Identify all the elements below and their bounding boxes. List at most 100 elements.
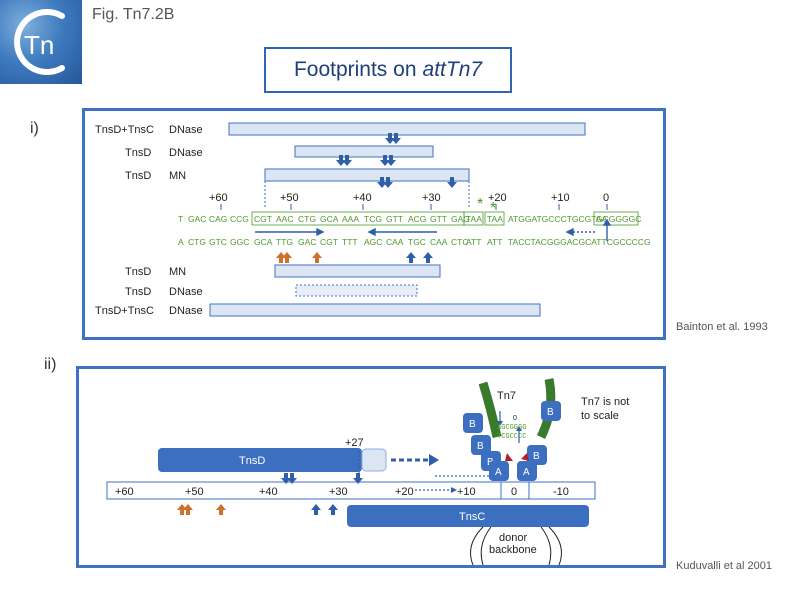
pos-plus50: +50 xyxy=(280,192,299,204)
figure-label: Fig. Tn7.2B xyxy=(92,6,175,23)
dna-axis xyxy=(106,481,596,500)
footprint-bar-tnsd-tnsc-dnase-bottom xyxy=(209,303,541,317)
svg-text:+20: +20 xyxy=(395,486,414,498)
svg-text:A: A xyxy=(495,467,502,478)
svg-text:+40: +40 xyxy=(259,486,278,498)
panel-ii-diagram: TnsD +27 +60 +50 +40 +30 +20 +10 0 -10 xyxy=(106,378,629,566)
svg-text:AAC: AAC xyxy=(276,214,293,224)
svg-text:CTC: CTC xyxy=(451,237,468,247)
title-italic: attTn7 xyxy=(422,58,483,81)
bottom-row-3-method: DNase xyxy=(169,305,203,317)
down-arrow xyxy=(385,133,395,144)
svg-text:GTT: GTT xyxy=(386,214,403,224)
svg-text:CAA: CAA xyxy=(386,237,404,247)
stop-mark-2: * xyxy=(490,200,496,217)
down-arrow xyxy=(342,155,352,166)
svg-text:GTC: GTC xyxy=(209,237,227,247)
panel-ii: TnsD +27 +60 +50 +40 +30 +20 +10 0 -10 xyxy=(76,366,666,568)
axis-arrowhead-2 xyxy=(451,487,457,493)
tnsd-cleavage-arrows xyxy=(281,473,363,515)
orange-cleavage-arrows xyxy=(177,504,226,515)
cleavage-arrows-top xyxy=(336,133,457,188)
svg-text:+60: +60 xyxy=(115,486,134,498)
top-row-2-method: DNase xyxy=(169,147,203,159)
svg-text:GAC: GAC xyxy=(188,214,206,224)
svg-text:GAC: GAC xyxy=(298,237,316,247)
tnsd-arrowhead xyxy=(429,454,439,466)
svg-text:-10: -10 xyxy=(553,486,569,498)
tn-logo-graphic: Tn xyxy=(14,9,65,75)
svg-text:ATT: ATT xyxy=(466,237,481,247)
scale-note-1: Tn7 is not xyxy=(581,396,629,408)
panel-i-label: i) xyxy=(30,120,39,137)
cleavage-mark-right xyxy=(521,453,529,461)
svg-text:B: B xyxy=(469,419,476,430)
svg-text:GCA: GCA xyxy=(254,237,273,247)
svg-text:CCG: CCG xyxy=(230,214,249,224)
down-arrow xyxy=(386,155,396,166)
panel-i-diagram: TnsD+TnsC DNase TnsD DNase TnsD MN +60 +… xyxy=(95,122,651,317)
svg-text:TGC: TGC xyxy=(408,237,426,247)
svg-text:ATT: ATT xyxy=(487,237,502,247)
bottom-row-1-protein: TnsD xyxy=(125,266,151,278)
top-row-2-protein: TnsD xyxy=(125,147,151,159)
stop-mark-1: * xyxy=(477,196,483,213)
repeat-arrows xyxy=(255,218,612,241)
tn7-up-arrow-head xyxy=(516,426,522,431)
top-row-1-method: DNase xyxy=(169,124,203,136)
sequence-boxes xyxy=(251,211,639,226)
svg-text:+30: +30 xyxy=(329,486,348,498)
svg-text:CAG: CAG xyxy=(209,214,227,224)
tnsd-extension xyxy=(361,448,387,472)
svg-text:+10: +10 xyxy=(457,486,476,498)
svg-text:TCG: TCG xyxy=(364,214,382,224)
top-strand-sequence: T GAC CAG CCG CGT AAC CTG GCA AAA TCG GT… xyxy=(178,214,641,224)
up-arrow-blue xyxy=(423,252,433,263)
scale-note-2: to scale xyxy=(581,410,619,422)
footprint-bar-tnsd-dnase-top xyxy=(294,145,434,158)
cleavage-mark-left xyxy=(505,453,513,461)
top-row-1-protein: TnsD+TnsC xyxy=(95,124,154,136)
svg-text:B: B xyxy=(477,441,484,452)
svg-text:TAA: TAA xyxy=(466,214,482,224)
tnsa-subunits: A A xyxy=(489,461,537,481)
svg-text:B: B xyxy=(533,451,540,462)
cleavage-arrows-bottom xyxy=(276,252,433,263)
down-arrow xyxy=(336,155,346,166)
position-ticks-i xyxy=(220,204,608,210)
bottom-strand-sequence: A CTG GTC GGC GCA TTG GAC CGT TTT AGC CA… xyxy=(178,237,651,247)
svg-text:GCA: GCA xyxy=(320,214,339,224)
position-scale-ii: +60 +50 +40 +30 +20 +10 0 -10 xyxy=(115,486,569,498)
bottom-row-1-method: MN xyxy=(169,266,186,278)
svg-text:CGT: CGT xyxy=(254,214,272,224)
svg-text:GCGGGGC: GCGGGGC xyxy=(596,214,641,224)
tnsd-protein xyxy=(158,448,362,472)
bottom-row-3-protein: TnsD+TnsC xyxy=(95,305,154,317)
tnsd-label: TnsD xyxy=(239,455,265,467)
bottom-row-2-protein: TnsD xyxy=(125,286,151,298)
down-arrow xyxy=(391,133,401,144)
pos-zero: 0 xyxy=(603,192,609,204)
svg-text:AAA: AAA xyxy=(342,214,359,224)
svg-text:TAA: TAA xyxy=(487,214,503,224)
svg-text:GAG: GAG xyxy=(451,214,470,224)
tn7-left-end xyxy=(478,381,502,438)
svg-text:GGC: GGC xyxy=(230,237,249,247)
down-arrow xyxy=(383,177,393,188)
up-arrow-orange xyxy=(276,252,286,263)
logo-text: Tn xyxy=(24,30,54,60)
svg-text:ACG: ACG xyxy=(408,214,426,224)
svg-text:CAA: CAA xyxy=(430,237,448,247)
up-arrow-orange xyxy=(282,252,292,263)
svg-text:B: B xyxy=(547,407,554,418)
svg-text:0: 0 xyxy=(511,486,517,498)
svg-text:CTG: CTG xyxy=(298,214,316,224)
tn7-seq-bottom: TCGCCCC xyxy=(497,433,526,441)
top-row-3-protein: TnsD xyxy=(125,170,151,182)
svg-text:A: A xyxy=(178,237,184,247)
up-arrow-orange xyxy=(312,252,322,263)
down-arrow xyxy=(380,155,390,166)
tn7-zero: 0 xyxy=(513,415,517,422)
donor-label-2: backbone xyxy=(489,544,537,556)
